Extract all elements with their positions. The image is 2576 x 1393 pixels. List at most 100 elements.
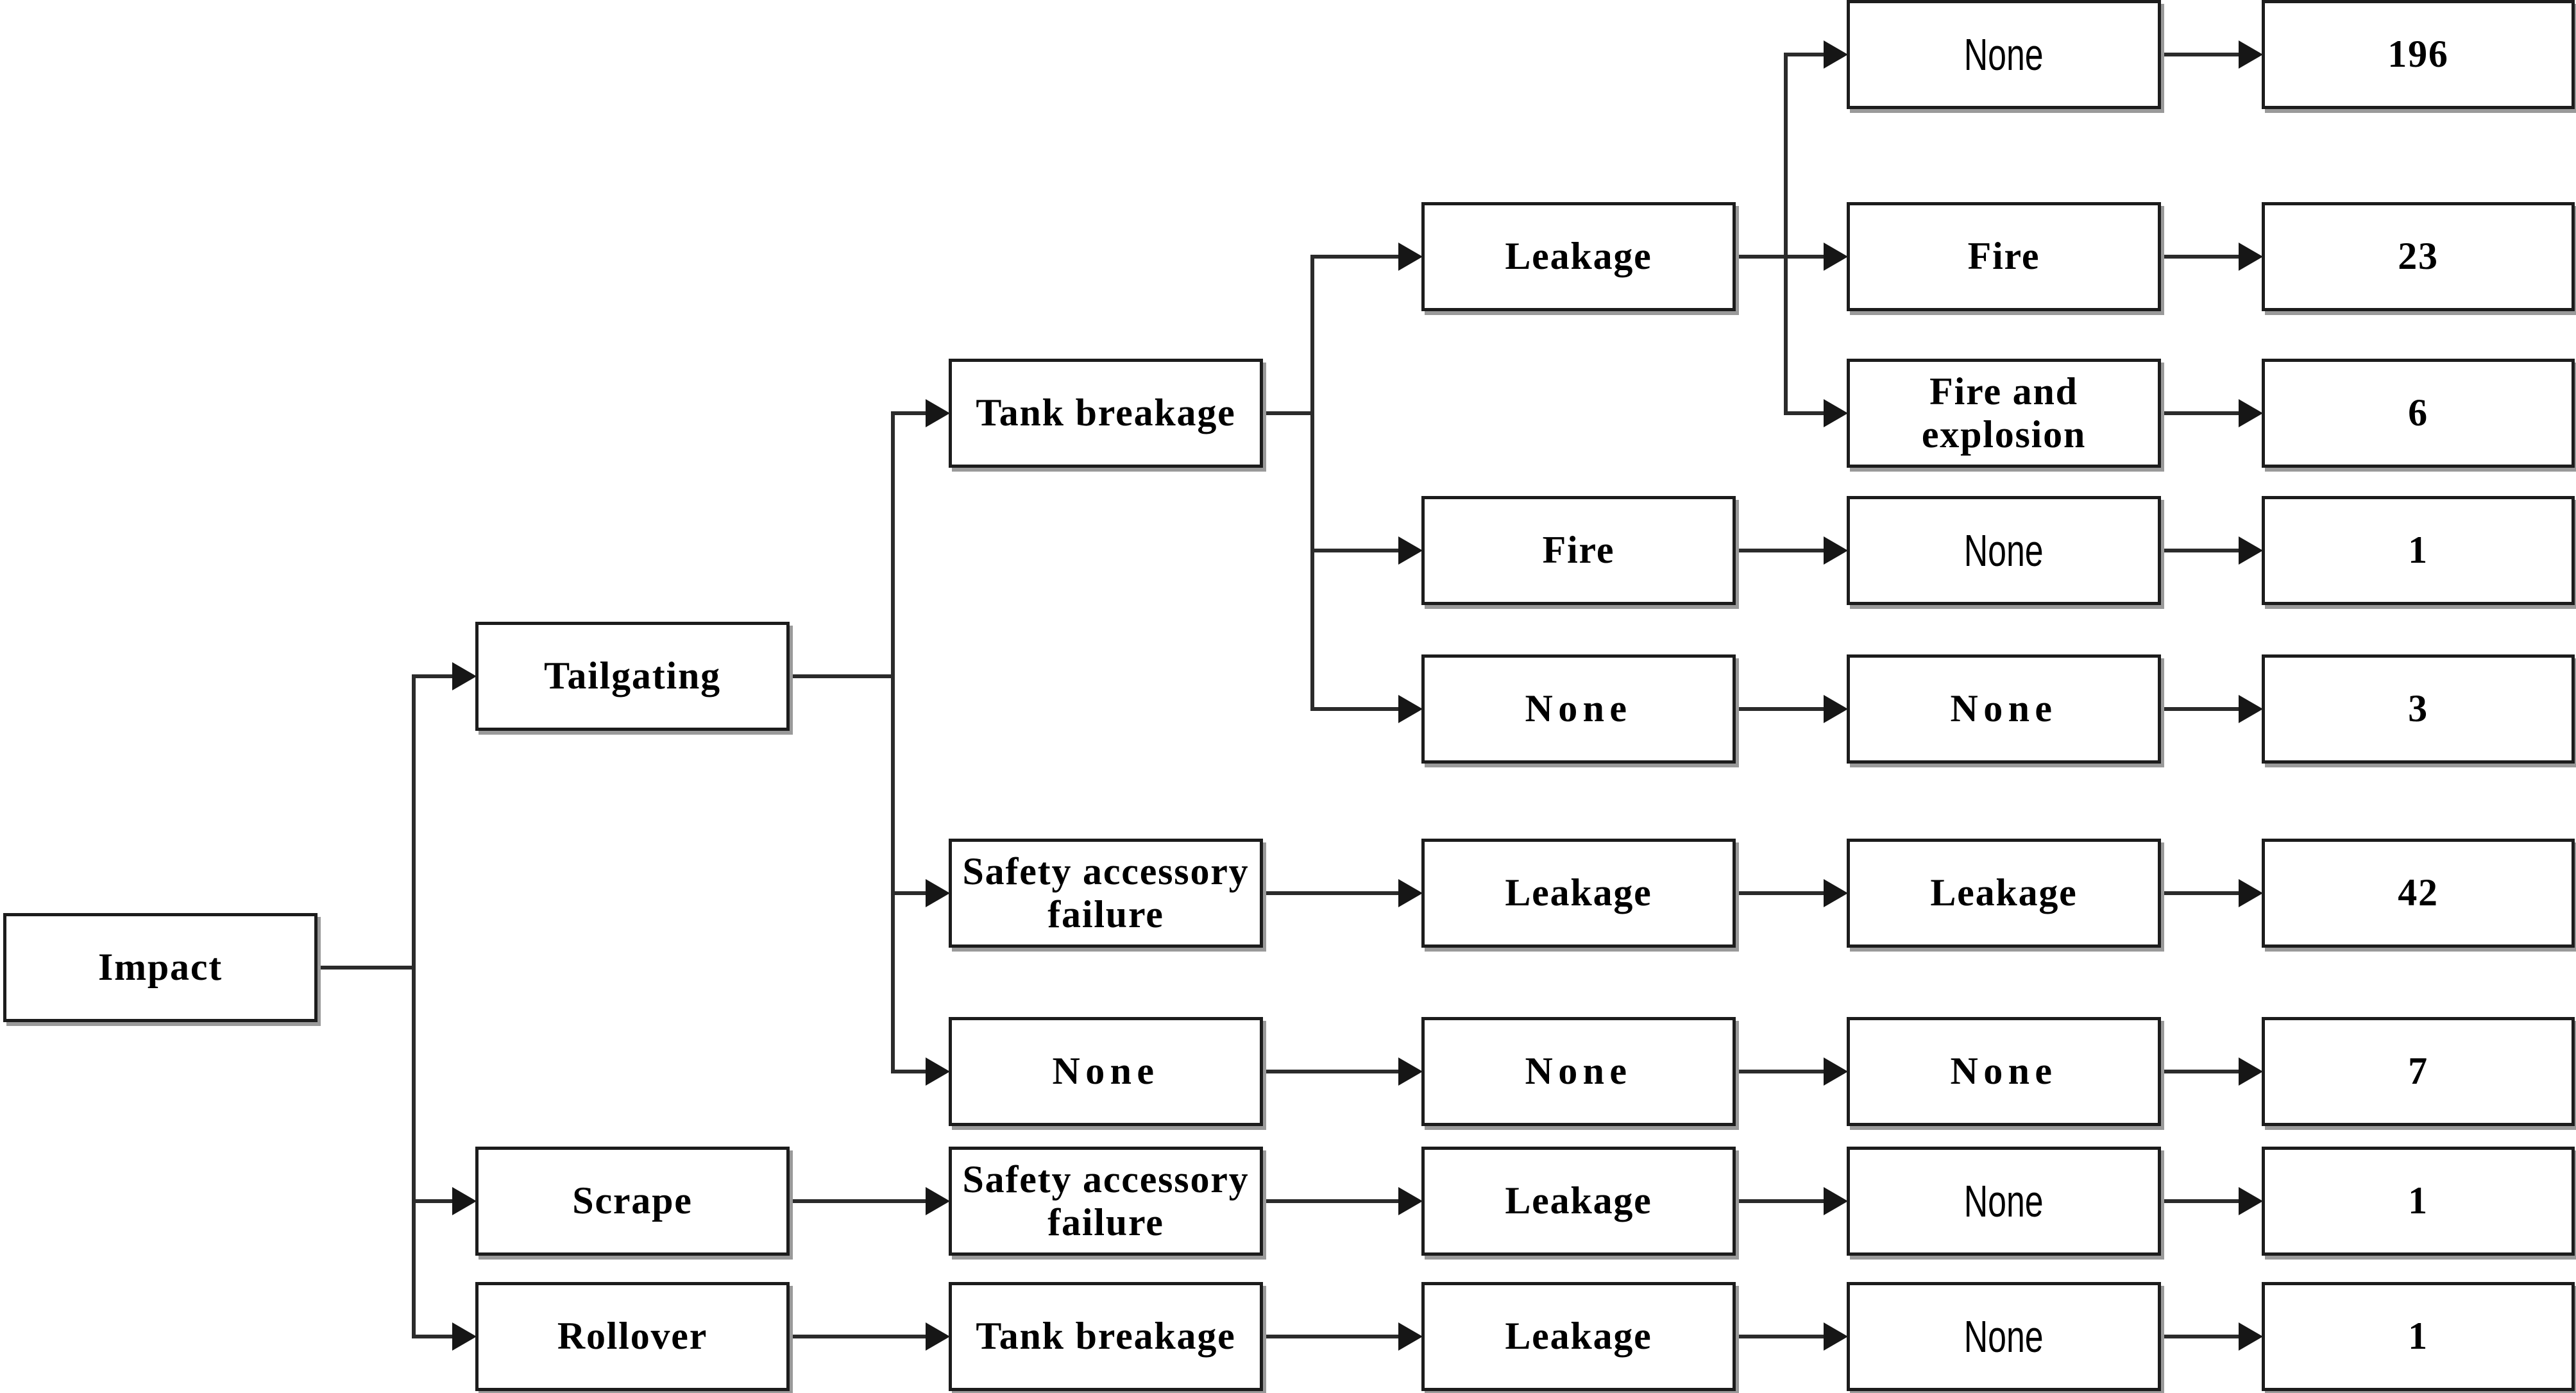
node-leakage-4-2: Leakage: [1421, 202, 1736, 311]
edge-leakage-5-6-outcome-42-line: [2161, 891, 2242, 895]
outcome-42-label: 42: [2398, 871, 2439, 914]
edge-none-5-1-outcome-196-arrowhead: [2239, 40, 2263, 69]
node-fire-5-2: Fire: [1847, 202, 2161, 311]
none-3-7-label: None: [1052, 1050, 1160, 1093]
scrape-label: Scrape: [572, 1179, 693, 1222]
edge-none-4-7-none-5-7-arrowhead: [1824, 1057, 1848, 1086]
edge-tank-breakage-a-leakage-4-2-line: [1310, 255, 1402, 259]
edge-impact-scrape-line: [412, 1199, 456, 1203]
node-tank-breakage-b: Tank breakage: [949, 1282, 1263, 1391]
edge-tailgating-tank-breakage-a-arrowhead: [926, 399, 950, 427]
edge-none-5-9-outcome-1c-line: [2161, 1335, 2242, 1338]
edge-tank-breakage-a-stem-line: [1263, 411, 1314, 415]
fire-5-2-label: Fire: [1967, 235, 2040, 278]
edge-impact-tailgating-arrowhead: [452, 662, 477, 690]
edge-none-5-1-outcome-196-line: [2161, 53, 2242, 56]
none-5-1-label: None: [1964, 29, 2044, 80]
edge-fire-5-2-outcome-23-arrowhead: [2239, 243, 2263, 271]
edge-leakage-4-6-leakage-5-6-line: [1736, 891, 1827, 895]
edge-none-5-7-outcome-7-line: [2161, 1070, 2242, 1073]
edge-none-4-5-none-5-5-arrowhead: [1824, 695, 1848, 723]
outcome-box-outcome-42: 42: [2262, 839, 2575, 948]
edge-none-3-7-none-4-7-arrowhead: [1398, 1057, 1423, 1086]
edge-leakage-4-6-leakage-5-6-arrowhead: [1824, 879, 1848, 907]
edge-none-5-9-outcome-1c-arrowhead: [2239, 1322, 2263, 1351]
edge-tank-breakage-a-fire-4-4-arrowhead: [1398, 536, 1423, 565]
edge-leakage-4-9-none-5-9-arrowhead: [1824, 1322, 1848, 1351]
edge-fire-4-4-none-5-4-line: [1736, 549, 1827, 552]
edge-fire-5-2-outcome-23-line: [2161, 255, 2242, 259]
edge-impact-scrape-arrowhead: [452, 1187, 477, 1215]
edge-none-5-8-outcome-1b-arrowhead: [2239, 1187, 2263, 1215]
none-5-9-label: None: [1964, 1311, 2044, 1362]
fire-and-explosion-label: Fire and explosion: [1921, 370, 2087, 456]
edge-leakage-4-2-fire-and-explosion-line: [1784, 411, 1827, 415]
edge-none-4-5-none-5-5-line: [1736, 707, 1827, 711]
outcome-7-label: 7: [2408, 1050, 2428, 1093]
edge-scrape-safety-accessory-failure-b-arrowhead: [926, 1187, 950, 1215]
edge-leakage-4-2-fire-5-2-line: [1784, 255, 1827, 259]
edge-tailgating-none-3-7-arrowhead: [926, 1057, 950, 1086]
edge-tank-breakage-a-branch-line: [1310, 255, 1314, 711]
edge-leakage-4-8-none-5-8-line: [1736, 1199, 1827, 1203]
fire-4-4-label: Fire: [1542, 529, 1615, 572]
node-none-4-7: None: [1421, 1017, 1736, 1126]
edge-tailgating-none-3-7-line: [891, 1070, 929, 1073]
edge-scrape-safety-accessory-failure-b-line: [790, 1199, 929, 1203]
edge-impact-rollover-arrowhead: [452, 1322, 477, 1351]
node-none-5-4: None: [1847, 496, 2161, 605]
node-none-5-8: None: [1847, 1147, 2161, 1256]
edge-leakage-4-2-stem-line: [1736, 255, 1788, 259]
node-fire-and-explosion: Fire and explosion: [1847, 359, 2161, 468]
edge-leakage-4-2-branch-line: [1784, 53, 1788, 415]
node-none-5-9: None: [1847, 1282, 2161, 1391]
outcome-box-outcome-23: 23: [2262, 202, 2575, 311]
outcome-box-outcome-1c: 1: [2262, 1282, 2575, 1391]
outcome-box-outcome-1a: 1: [2262, 496, 2575, 605]
edge-tailgating-safety-accessory-failure-a-line: [891, 891, 929, 895]
edge-rollover-tank-breakage-b-line: [790, 1335, 929, 1338]
edge-safety-accessory-failure-a-leakage-4-6-arrowhead: [1398, 879, 1423, 907]
node-safety-accessory-failure-b: Safety accessory failure: [949, 1147, 1263, 1256]
outcome-box-outcome-7: 7: [2262, 1017, 2575, 1126]
outcome-1c-label: 1: [2408, 1315, 2428, 1358]
node-none-5-5: None: [1847, 654, 2161, 764]
edge-none-5-5-outcome-3-line: [2161, 707, 2242, 711]
outcome-box-outcome-196: 196: [2262, 0, 2575, 109]
tank-breakage-a-label: Tank breakage: [976, 391, 1236, 434]
none-4-7-label: None: [1525, 1050, 1632, 1093]
none-5-5-label: None: [1950, 687, 2058, 730]
edge-none-4-7-none-5-7-line: [1736, 1070, 1827, 1073]
edge-none-5-7-outcome-7-arrowhead: [2239, 1057, 2263, 1086]
node-leakage-4-6: Leakage: [1421, 839, 1736, 948]
edge-leakage-4-9-none-5-9-line: [1736, 1335, 1827, 1338]
edge-tank-breakage-a-none-4-5-arrowhead: [1398, 695, 1423, 723]
edge-fire-and-explosion-outcome-6-line: [2161, 411, 2242, 415]
outcome-box-outcome-1b: 1: [2262, 1147, 2575, 1256]
impact-label: Impact: [97, 946, 223, 989]
outcome-6-label: 6: [2408, 391, 2428, 434]
edge-impact-tailgating-line: [412, 674, 456, 678]
edge-safety-accessory-failure-a-leakage-4-6-line: [1263, 891, 1402, 895]
edge-leakage-4-2-none-5-1-line: [1784, 53, 1827, 56]
edge-fire-4-4-none-5-4-arrowhead: [1824, 536, 1848, 565]
edge-tailgating-safety-accessory-failure-a-arrowhead: [926, 879, 950, 907]
safety-accessory-failure-a-label: Safety accessory failure: [962, 850, 1250, 936]
edge-safety-accessory-failure-b-leakage-4-8-arrowhead: [1398, 1187, 1423, 1215]
outcome-1b-label: 1: [2408, 1179, 2428, 1222]
edge-rollover-tank-breakage-b-arrowhead: [926, 1322, 950, 1351]
edge-fire-and-explosion-outcome-6-arrowhead: [2239, 399, 2263, 427]
outcome-196-label: 196: [2387, 33, 2449, 76]
node-fire-4-4: Fire: [1421, 496, 1736, 605]
edge-impact-branch-line: [412, 674, 416, 1338]
edge-tailgating-branch-line: [891, 411, 895, 1073]
edge-impact-stem-line: [318, 966, 416, 970]
node-leakage-5-6: Leakage: [1847, 839, 2161, 948]
none-5-8-label: None: [1964, 1175, 2044, 1226]
outcome-1a-label: 1: [2408, 529, 2428, 572]
edge-tailgating-stem-line: [790, 674, 895, 678]
outcome-box-outcome-6: 6: [2262, 359, 2575, 468]
edge-none-5-4-outcome-1a-arrowhead: [2239, 536, 2263, 565]
leakage-5-6-label: Leakage: [1930, 871, 2078, 914]
